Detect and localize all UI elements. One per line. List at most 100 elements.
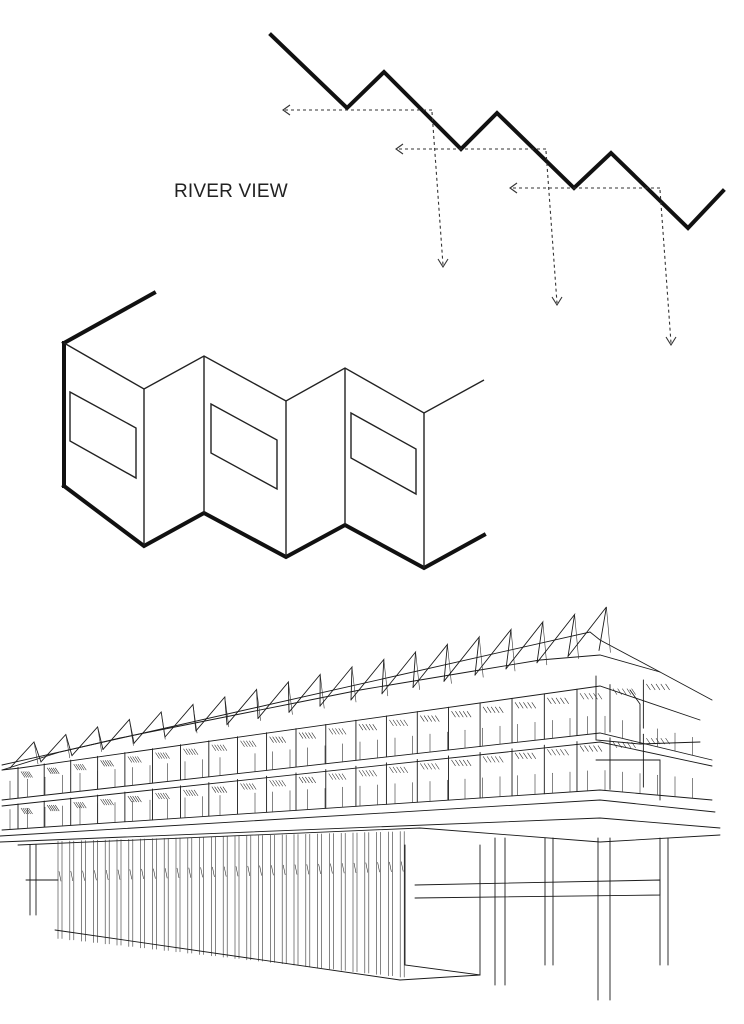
building-perspective-sketch (0, 606, 721, 1001)
sketch-roof-tooth-edge (351, 666, 357, 703)
sketch-hatch-stroke (246, 783, 251, 790)
sketch-hatch-stroke (451, 711, 456, 718)
sketch-window-hatching (20, 683, 670, 882)
sketch-hatch-stroke (278, 780, 283, 787)
sketch-hatch-stroke (459, 759, 464, 767)
sketch-hatch-stroke (584, 745, 589, 752)
sketch-hatch-stroke (301, 732, 307, 739)
sketch-hatch-stroke (251, 740, 257, 747)
sketch-hatch-stroke (54, 767, 60, 774)
sketch-hatch-stroke (162, 792, 168, 800)
sketch-hatch-stroke (127, 795, 133, 803)
sketch-hatch-stroke (211, 744, 217, 751)
sketch-hatch-stroke (626, 688, 632, 695)
sketch-roof-tooth-edge (224, 696, 230, 728)
sketch-hatch-stroke (217, 786, 222, 793)
sketch-hatch-stroke (22, 807, 28, 815)
sketch-hatch-stroke (423, 715, 429, 722)
view-arrow-head-1 (282, 104, 291, 116)
sketch-roof-tooth-edge (160, 711, 166, 740)
sketch-hatch-stroke (214, 786, 219, 793)
sketch-hatch-stroke (365, 862, 369, 873)
sketch-roof-tooth (412, 643, 448, 688)
sketch-end-block-b (629, 689, 641, 745)
sketch-hatch-stroke (555, 697, 561, 704)
sketch-hatch-stroke (212, 866, 215, 878)
sketch-hatch-stroke (211, 786, 217, 793)
sketch-hatch-stroke (153, 868, 156, 879)
sketch-hatch-stroke (46, 767, 52, 774)
view-arrow-head-6 (665, 336, 677, 347)
sketch-upper-slab (1, 685, 701, 771)
sketch-hatch-stroke (523, 752, 528, 759)
sketch-hatch-stroke (631, 741, 636, 749)
sketch-hatch-stroke (462, 711, 468, 718)
sketch-hatch-stroke (298, 732, 304, 739)
sketch-hatch-stroke (353, 862, 357, 873)
sketch-hatch-stroke (185, 748, 191, 755)
sketch-hatch-stroke (396, 766, 401, 774)
view-arrow-head-2 (395, 143, 404, 155)
sketch-hatch-stroke (188, 748, 193, 755)
sketch-hatch-stroke (193, 789, 199, 796)
sketch-hatch-stroke (109, 798, 114, 806)
sketch-hatch-stroke (331, 773, 337, 780)
sketch-hatch-stroke (249, 740, 254, 747)
sketch-hatch-stroke (305, 776, 310, 784)
sketch-hatch-stroke (523, 702, 528, 709)
sketch-hatch-stroke (646, 738, 651, 745)
sketch-hatch-stroke (58, 871, 62, 882)
sketch-hatch-stroke (165, 792, 170, 800)
sketch-hatch-stroke (420, 715, 425, 722)
sketch-hatch-stroke (650, 683, 656, 691)
sketch-hatch-stroke (482, 706, 488, 713)
sketch-hatch-stroke (155, 792, 160, 800)
river-view-label: RIVER VIEW (174, 181, 288, 202)
plan-zigzag-group (268, 32, 726, 347)
view-arrow-6 (659, 189, 672, 344)
facade-window-3 (350, 411, 417, 496)
sketch-hatch-stroke (137, 795, 142, 803)
facade-top-edge (61, 290, 157, 346)
sketch-hatch-stroke (188, 867, 192, 878)
sketch-hatch-stroke (403, 766, 409, 774)
sketch-hatch-stroke (564, 749, 569, 756)
sketch-hatch-stroke (403, 719, 409, 727)
sketch-hatch-stroke (79, 801, 85, 809)
plan-zigzag-line (268, 32, 726, 231)
sketch-columns (9, 679, 693, 978)
sketch-hatch-stroke (455, 759, 460, 767)
sketch-hatch-stroke (160, 792, 165, 800)
sketch-hatch-stroke (612, 688, 618, 695)
sketch-hatch-stroke (389, 766, 394, 774)
facade-bottom-edge (61, 483, 487, 571)
sketch-hatch-stroke (94, 870, 97, 881)
sketch-lower-balcony-b (0, 817, 721, 843)
sketch-hatch-stroke (531, 752, 537, 759)
sketch-hatch-stroke (269, 736, 274, 743)
sketch-hatch-stroke (130, 756, 135, 763)
sketch-hatch-stroke (127, 756, 133, 763)
view-arrow-5 (545, 150, 558, 304)
sketch-roof-teeth (9, 606, 611, 769)
sketch-hatch-stroke (79, 763, 85, 771)
sketch-hatch-stroke (26, 807, 31, 815)
sketch-hatch-stroke (499, 756, 504, 763)
sketch-hatch-stroke (593, 745, 598, 752)
sketch-roof-tooth (567, 606, 607, 657)
sketch-hatch-stroke (275, 780, 280, 787)
sketch-hatch-stroke (435, 763, 440, 770)
sketch-hatch-stroke (102, 760, 108, 767)
sketch-hatch-stroke (200, 867, 203, 878)
sketch-hatch-stroke (341, 773, 347, 780)
sketch-hatch-stroke (162, 752, 168, 759)
sketch-roof-tooth (226, 688, 259, 726)
sketch-hatch-stroke (301, 776, 307, 784)
folded-facade-group (61, 290, 487, 571)
sketch-hatch-stroke (588, 693, 594, 700)
sketch-hatch-stroke (392, 766, 398, 774)
sketch-hatch-stroke (400, 766, 405, 774)
sketch-hatch-stroke (176, 867, 180, 879)
sketch-hatch-stroke (372, 770, 377, 777)
